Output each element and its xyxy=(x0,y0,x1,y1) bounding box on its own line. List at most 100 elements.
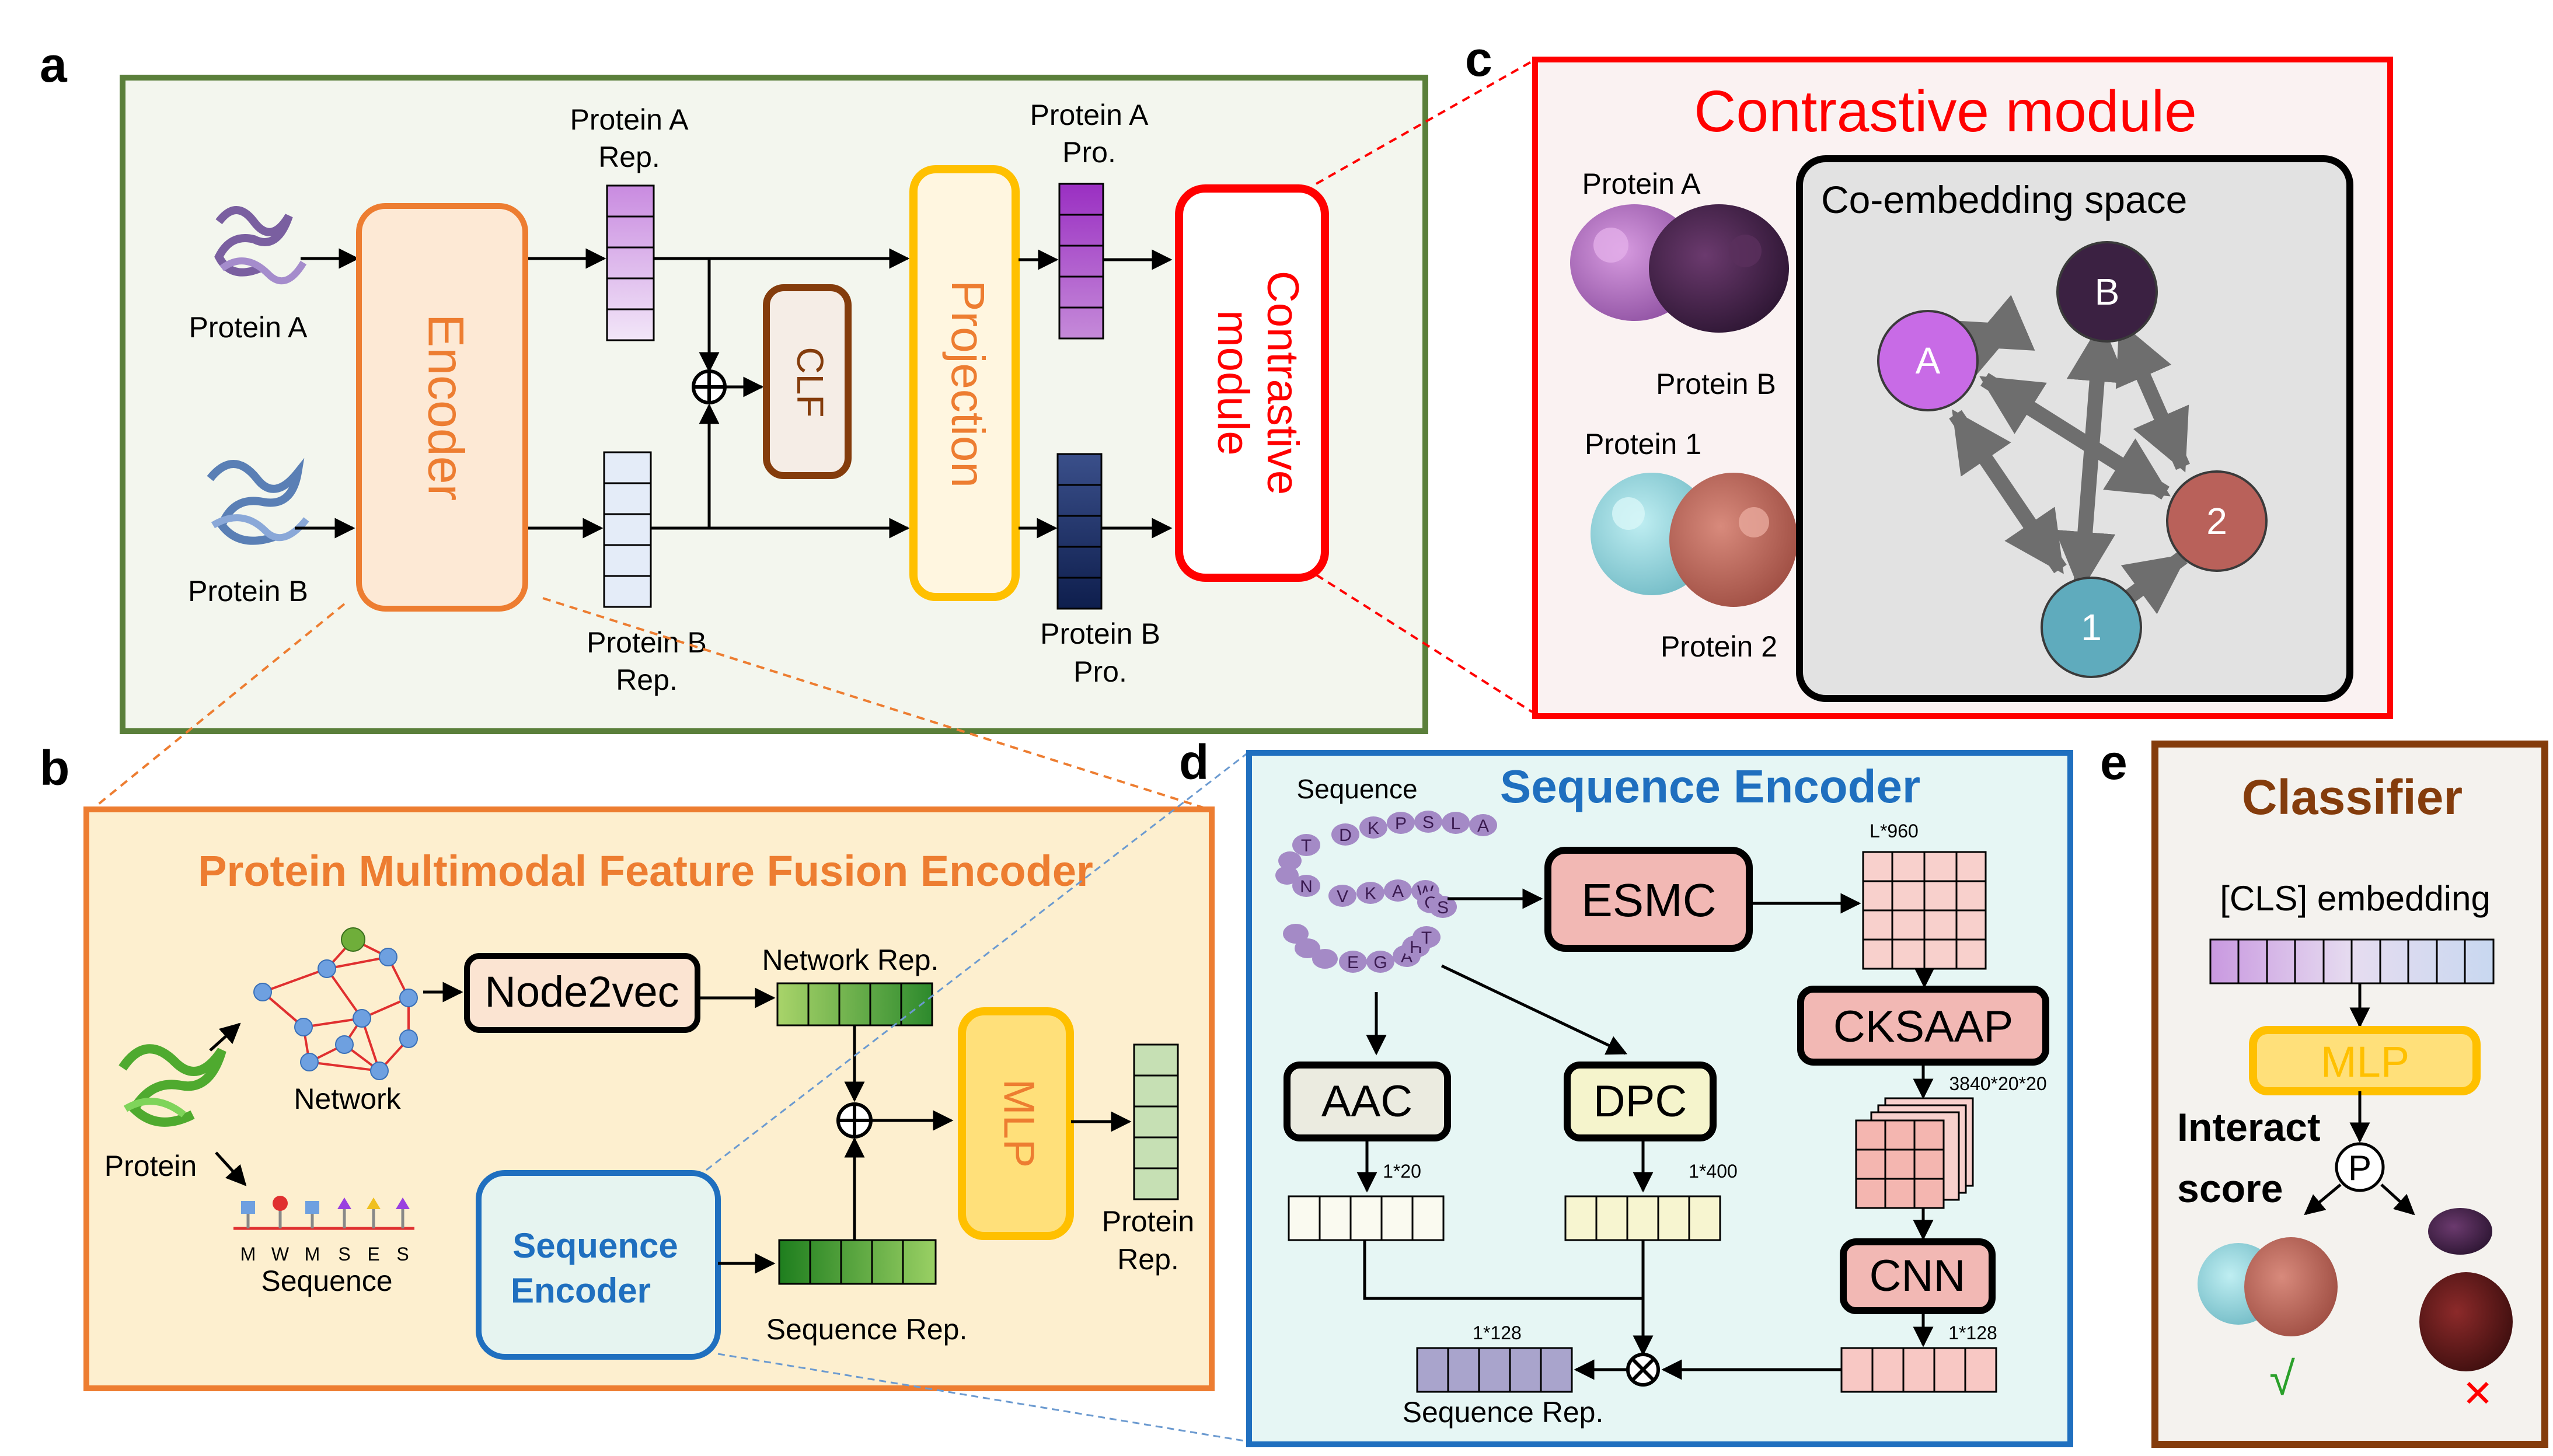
dashed-connector-b-right xyxy=(542,597,1206,809)
node-a-label: A xyxy=(1916,340,1941,382)
panel-d-sequence-rep-label: Sequence Rep. xyxy=(1403,1396,1604,1429)
panel-d: Sequence Encoder Sequence T D K P S L A … xyxy=(1246,750,2073,1447)
contrastive-module-box xyxy=(1175,184,1329,582)
dpc-dim-label: 1*400 xyxy=(1689,1161,1738,1182)
pro-b-label-line2: Pro. xyxy=(1073,655,1127,688)
panel-e-mlp-label: MLP xyxy=(2321,1038,2409,1086)
co-embedding-space-title: Co-embedding space xyxy=(1821,178,2187,221)
network-label: Network xyxy=(294,1083,401,1115)
protein-rep-vector xyxy=(1133,1043,1179,1200)
residue-chain: T D K P S L A N V K A W G S xyxy=(1275,811,1497,973)
cnn-output-vector xyxy=(1840,1347,1997,1393)
rep-a-label-line1: Protein A xyxy=(570,103,689,136)
seq-letter-2: M xyxy=(305,1244,320,1265)
seq-letter-4: E xyxy=(367,1244,379,1265)
cls-embedding-label: [CLS] embedding xyxy=(2220,879,2491,918)
esmc-box xyxy=(1544,847,1753,952)
arrow-sequence-dpc xyxy=(1441,964,1628,1055)
panel-c: Contrastive module Protein A Protein B P… xyxy=(1532,57,2393,719)
cross-icon: ✕ xyxy=(2462,1373,2493,1415)
panel-c-protein-2-label: Protein 2 xyxy=(1661,630,1777,663)
esmc-output-matrix xyxy=(1862,851,1987,970)
projection-box xyxy=(909,165,1020,601)
aac-label: AAC xyxy=(1321,1077,1412,1126)
residue-5: L xyxy=(1451,814,1461,833)
rep-a-label-line2: Rep. xyxy=(598,141,660,173)
panel-d-sequence-label: Sequence xyxy=(1296,774,1417,804)
protein-structure-icon xyxy=(118,1044,226,1127)
clf-box xyxy=(763,284,852,479)
sequence-rep-output-vector xyxy=(1416,1347,1573,1393)
rep-b-vector xyxy=(603,451,652,608)
arrow-protein-network xyxy=(209,1022,241,1052)
cksaap-dim-label: 3840*20*20 xyxy=(1949,1073,2046,1094)
residue-4: S xyxy=(1422,813,1434,832)
residue-18: T xyxy=(1421,928,1432,948)
aac-vector xyxy=(1288,1195,1445,1241)
residue-10: A xyxy=(1392,882,1404,901)
network-rep-label: Network Rep. xyxy=(762,944,939,976)
seq-letter-5: S xyxy=(396,1244,409,1265)
panel-letter-a: a xyxy=(40,37,68,92)
probability-icon: P xyxy=(2335,1142,2385,1192)
encoder-box xyxy=(356,203,528,612)
aac-dim-label: 1*20 xyxy=(1383,1161,1421,1182)
panel-b-sequence-label: Sequence xyxy=(261,1265,392,1297)
protein-b-label: Protein B xyxy=(188,575,308,607)
dpc-box xyxy=(1564,1062,1717,1141)
dashed-connector-b-left xyxy=(92,603,346,809)
protein-rep-label-line2: Rep. xyxy=(1117,1243,1179,1276)
network-graph-icon xyxy=(253,927,418,1080)
check-icon: √ xyxy=(2269,1353,2295,1405)
protein-a-label: Protein A xyxy=(189,311,308,344)
node2vec-box xyxy=(464,953,700,1033)
panel-b-mlp-box xyxy=(958,1007,1074,1240)
seq-letter-1: W xyxy=(271,1244,290,1265)
panel-d-title: Sequence Encoder xyxy=(1500,760,1920,812)
node-b-label: B xyxy=(2095,271,2120,313)
pro-a-label-line2: Pro. xyxy=(1062,136,1116,169)
panel-letter-b: b xyxy=(40,741,69,795)
sequence-rep-vector xyxy=(778,1239,937,1285)
arrow-protein-sequence xyxy=(215,1151,247,1186)
residue-7: N xyxy=(1300,877,1313,896)
protein-rep-label-line1: Protein xyxy=(1102,1205,1194,1238)
seq-encoder-label-line2: Encoder xyxy=(511,1271,651,1310)
dashed-connector-c-bottom xyxy=(1315,574,1533,713)
sequence-lollipop-icon xyxy=(233,1196,414,1230)
cnn-label: CNN xyxy=(1870,1251,1966,1301)
rep-a-vector xyxy=(606,184,655,341)
node-b: B xyxy=(2056,241,2158,343)
panel-c-title: Contrastive module xyxy=(1694,79,2197,144)
arrow-score-negative xyxy=(2380,1183,2415,1216)
dashed-connector-d-top xyxy=(706,752,1248,1171)
panel-a: Protein A Protein B Encoder Protein A Re… xyxy=(120,75,1428,734)
panel-c-protein-a-label: Protein A xyxy=(1582,167,1701,200)
esmc-label: ESMC xyxy=(1581,874,1716,926)
concat-plus-icon xyxy=(692,369,727,404)
projection-label: Projection xyxy=(942,280,994,488)
embedding-arrows xyxy=(1949,295,2190,614)
dashed-connector-d-bottom xyxy=(717,1353,1248,1443)
residue-2: K xyxy=(1368,819,1379,838)
node-2: 2 xyxy=(2166,470,2268,572)
interact-score-line1: Interact xyxy=(2177,1105,2321,1150)
contrastive-label-line1: Contrastive xyxy=(1258,271,1307,495)
panel-e-title: Classifier xyxy=(2242,770,2463,825)
esmc-dim-label: L*960 xyxy=(1870,820,1919,842)
pro-b-label-line1: Protein B xyxy=(1040,617,1160,650)
residue-14: E xyxy=(1347,953,1359,972)
output-dim-label: 1*128 xyxy=(1473,1322,1522,1343)
panel-c-protein-b-label: Protein B xyxy=(1656,368,1776,400)
residue-0: T xyxy=(1301,836,1312,856)
seq-letter-3: S xyxy=(338,1244,350,1265)
panel-b-sequence-rep-label: Sequence Rep. xyxy=(766,1313,968,1346)
contrastive-label-line2: module xyxy=(1208,310,1258,455)
encoder-label: Encoder xyxy=(417,314,473,501)
cnn-dim-label: 1*128 xyxy=(1948,1322,1997,1343)
cksaap-tensor xyxy=(1855,1097,1974,1209)
protein-a-structure-icon xyxy=(214,206,307,285)
multiply-icon xyxy=(1626,1353,1660,1387)
node2vec-label: Node2vec xyxy=(484,968,679,1016)
clf-label: CLF xyxy=(789,347,831,418)
